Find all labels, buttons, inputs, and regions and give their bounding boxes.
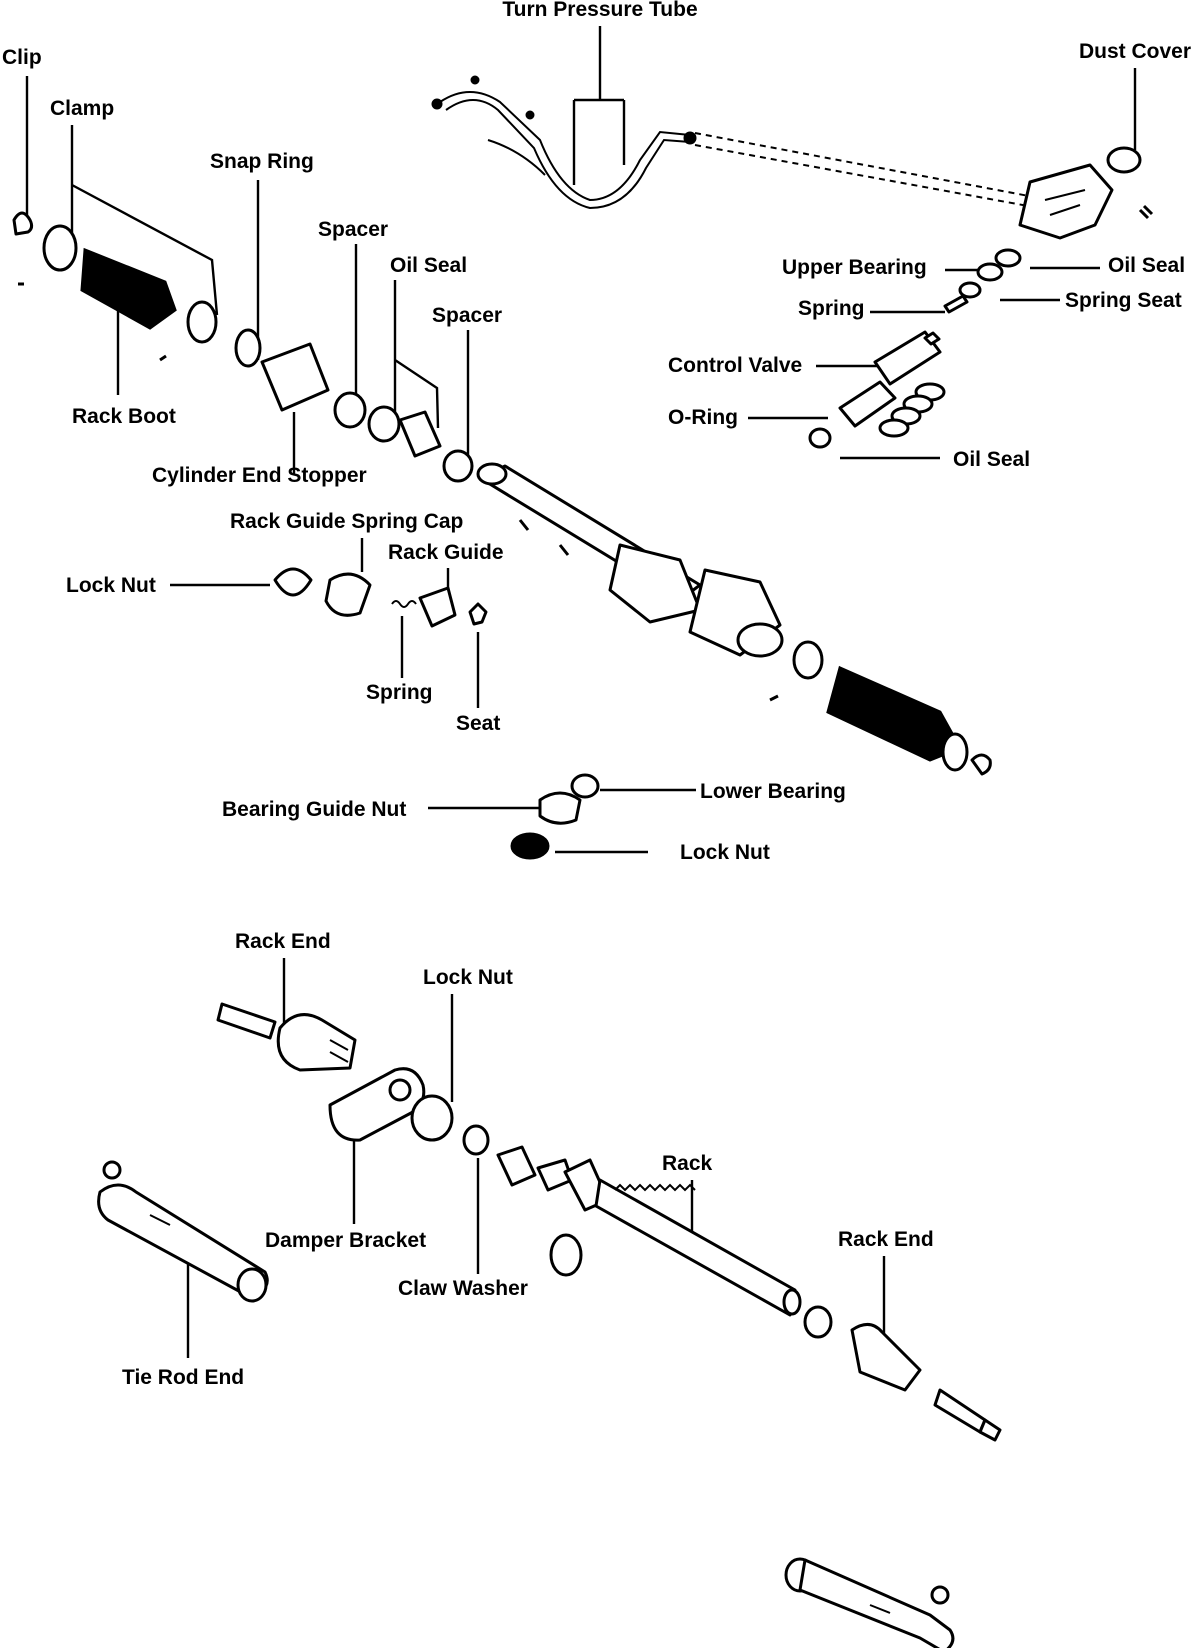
label-oil-seal-2: Oil Seal xyxy=(1108,254,1185,277)
label-seat: Seat xyxy=(456,712,500,735)
label-lower-bearing: Lower Bearing xyxy=(700,780,846,803)
label-spring-2: Spring xyxy=(366,681,433,704)
label-clip: Clip xyxy=(2,46,42,69)
lock-nut-claw-washer-group xyxy=(410,1094,583,1277)
right-tie-rod-end-part xyxy=(784,1557,955,1648)
right-rack-end-part xyxy=(803,1305,1002,1442)
label-rack-guide-spring-cap: Rack Guide Spring Cap xyxy=(230,510,463,533)
right-boot-group xyxy=(769,640,992,776)
rack-guide-group xyxy=(273,567,488,628)
rack-housing-part xyxy=(476,462,784,658)
label-rack-end-1: Rack End xyxy=(235,930,331,953)
label-claw-washer: Claw Washer xyxy=(398,1277,528,1300)
leader-lines xyxy=(25,26,1137,1358)
control-valve-group xyxy=(808,248,1022,449)
damper-bracket-part xyxy=(328,1067,426,1142)
label-o-ring: O-Ring xyxy=(668,406,738,429)
label-rack-boot: Rack Boot xyxy=(72,405,176,428)
label-oil-seal-3: Oil Seal xyxy=(953,448,1030,471)
rack-part xyxy=(563,1158,802,1317)
label-bearing-guide-nut: Bearing Guide Nut xyxy=(222,798,406,821)
label-control-valve: Control Valve xyxy=(668,354,802,377)
label-snap-ring: Snap Ring xyxy=(210,150,314,173)
label-tie-rod-end: Tie Rod End xyxy=(122,1366,244,1389)
label-turn-pressure-tube: Turn Pressure Tube xyxy=(502,0,697,21)
left-rack-end-part xyxy=(216,1002,357,1072)
turn-pressure-tube-part xyxy=(431,75,1051,211)
lower-bearing-group xyxy=(510,773,600,860)
label-spacer-2: Spacer xyxy=(432,304,502,327)
label-clamp: Clamp xyxy=(50,97,114,120)
label-rack-end-2: Rack End xyxy=(838,1228,934,1251)
label-oil-seal-1: Oil Seal xyxy=(390,254,467,277)
label-lock-nut-1: Lock Nut xyxy=(66,574,156,597)
label-lock-nut-2: Lock Nut xyxy=(680,841,770,864)
valve-housing-part xyxy=(1018,146,1154,240)
label-cylinder-end-stopper: Cylinder End Stopper xyxy=(152,464,367,487)
label-spring-seat: Spring Seat xyxy=(1065,289,1182,312)
label-rack-guide: Rack Guide xyxy=(388,541,504,564)
label-spring-1: Spring xyxy=(798,297,865,320)
label-rack: Rack xyxy=(662,1152,713,1175)
label-spacer-1: Spacer xyxy=(318,218,388,241)
label-damper-bracket: Damper Bracket xyxy=(265,1229,426,1252)
label-upper-bearing: Upper Bearing xyxy=(782,256,927,279)
left-boot-group xyxy=(12,211,474,483)
labels: Turn Pressure Tube Dust Cover Clip Clamp… xyxy=(2,0,1191,1389)
label-dust-cover: Dust Cover xyxy=(1079,40,1191,63)
left-tie-rod-end-part xyxy=(97,1160,269,1303)
label-lock-nut-3: Lock Nut xyxy=(423,966,513,989)
